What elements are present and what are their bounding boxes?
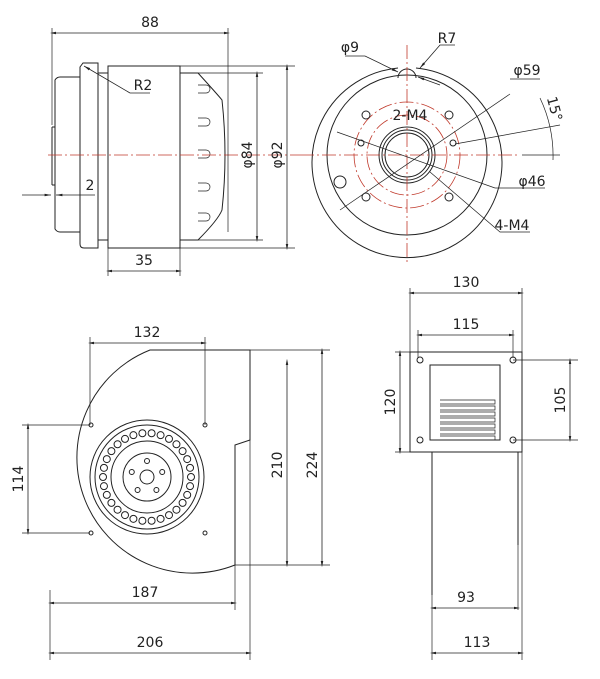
dim-84-label: φ84 [240,141,256,168]
impeller-blade [99,473,107,481]
blower-side-view: 130 115 120 105 93 113 [383,275,578,660]
phi9-label: φ9 [341,40,359,56]
impeller-blade [186,482,195,491]
hub-hole [128,469,135,476]
dim-88-label: 88 [141,15,159,31]
dim-115-label: 115 [453,317,480,333]
impeller-blade [172,505,181,514]
dim-210-label: 210 [270,452,286,479]
ground-symbol-icon [333,175,347,189]
impeller-blade [178,498,187,507]
blower-front-view: 132 114 187 206 210 224 [11,325,330,660]
hub-hole [144,458,150,464]
dim-130-label: 130 [453,275,480,291]
dim-105-label: 105 [553,387,569,414]
impeller-blade [156,431,165,440]
phi46-label: φ46 [518,174,545,190]
outlet-grille-slat [440,435,496,441]
r2-label: R2 [134,78,153,94]
angle-15-label: 15° [543,95,565,123]
impeller-blade [102,455,111,464]
2-m4-label: 2-M4 [393,108,428,124]
impeller-blade [99,482,108,491]
impeller-blade [138,429,147,438]
impeller-blade [129,514,138,523]
dim-2-label: 2 [86,178,95,194]
outlet-grille-slat [440,423,496,429]
impeller-blade [147,516,156,525]
r2-leader [83,65,150,94]
impeller-blade [183,490,192,499]
4-m4-label: 4-M4 [495,218,530,234]
outlet-grille-slat [440,399,496,405]
motor-side-view: 88 R2 2 35 φ84 φ92 [22,15,300,276]
dim-206-label: 206 [137,635,164,651]
impeller-blade [187,473,195,481]
dim-114-label: 114 [11,466,27,493]
impeller-blade [138,516,147,525]
dim-120-label: 120 [383,389,399,416]
impeller-blade [183,455,192,464]
impeller-blade [129,431,138,440]
impeller-blade [172,440,181,449]
impeller-blade [121,511,129,520]
impeller-blade [107,447,116,456]
phi59-label: φ59 [513,63,540,79]
impeller-blade [186,463,195,472]
dim-187-label: 187 [132,585,159,601]
outlet-grille-slat [440,411,496,417]
motor-front-view: φ9 R7 φ59 2-M4 15° φ46 4-M4 [300,31,565,262]
hub-hole [153,486,160,493]
impeller-blade [107,498,116,507]
impeller-blade [113,440,122,449]
impeller-blade [147,429,156,438]
outlet-grille-slat [440,405,496,411]
dim-35-label: 35 [135,253,153,269]
impeller-blade [99,463,108,472]
impeller-blade [156,514,165,523]
impeller-blade [165,434,173,443]
dim-92-label: φ92 [270,141,286,168]
dim-93-label: 93 [457,590,475,606]
impeller-blade [121,434,129,443]
dim-132-label: 132 [134,325,161,341]
hub-hole [134,486,141,493]
dim-113-label: 113 [464,635,491,651]
r7-label: R7 [438,31,457,47]
impeller-blade [165,511,173,520]
outlet-grille-slat [440,429,496,435]
impeller-blade [102,490,111,499]
outlet-grille-slat [440,417,496,423]
hub-hole [159,469,166,476]
dim-224-label: 224 [305,452,321,479]
impeller-blade [178,447,187,456]
impeller-blade [113,505,122,514]
